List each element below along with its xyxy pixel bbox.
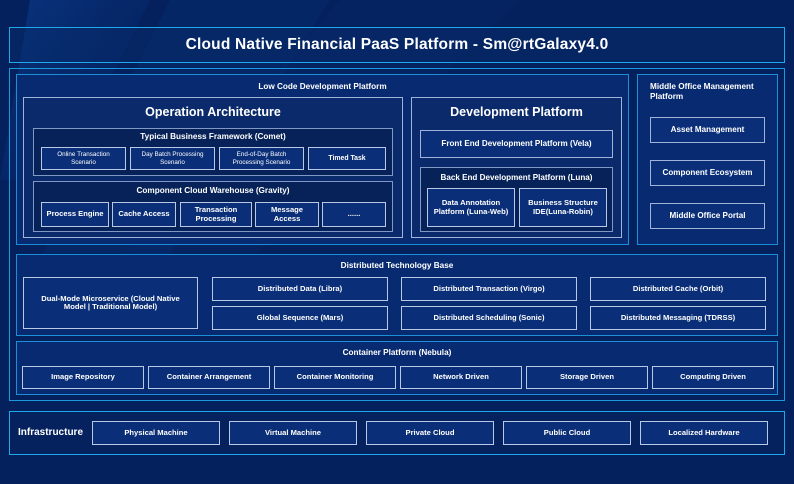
framework-item-day-batch[interactable]: Day Batch Processing Scenario	[130, 147, 215, 170]
container-item-container-arrangement[interactable]: Container Arrangement	[148, 366, 270, 389]
distributed-item-distributed-transaction[interactable]: Distributed Transaction (Virgo)	[401, 277, 577, 301]
distributed-item-distributed-cache[interactable]: Distributed Cache (Orbit)	[590, 277, 766, 301]
infrastructure-item-localized-hardware[interactable]: Localized Hardware	[640, 421, 768, 445]
container-item-network-driven[interactable]: Network Driven	[400, 366, 522, 389]
operation-architecture-title: Operation Architecture	[145, 105, 281, 119]
development-platform-title: Development Platform	[450, 105, 583, 119]
framework-item-online-transaction[interactable]: Online Transaction Scenario	[41, 147, 126, 170]
infrastructure-item-private-cloud[interactable]: Private Cloud	[366, 421, 494, 445]
infrastructure-item-public-cloud[interactable]: Public Cloud	[503, 421, 631, 445]
distributed-technology-base-title: Distributed Technology Base	[340, 261, 454, 270]
warehouse-item-process-engine[interactable]: Process Engine	[41, 202, 109, 227]
middle-office-item-middle-office-portal[interactable]: Middle Office Portal	[650, 203, 765, 229]
distributed-item-global-sequence[interactable]: Global Sequence (Mars)	[212, 306, 388, 330]
low-code-platform-title: Low Code Development Platform	[258, 82, 387, 91]
container-item-computing-driven[interactable]: Computing Driven	[652, 366, 774, 389]
infrastructure-label: Infrastructure	[18, 427, 84, 438]
component-cloud-warehouse-title: Component Cloud Warehouse (Gravity)	[136, 186, 290, 195]
distributed-item-distributed-messaging[interactable]: Distributed Messaging (TDRSS)	[590, 306, 766, 330]
distributed-item-distributed-data[interactable]: Distributed Data (Libra)	[212, 277, 388, 301]
warehouse-item-cache-access[interactable]: Cache Access	[112, 202, 176, 227]
container-item-storage-driven[interactable]: Storage Driven	[526, 366, 648, 389]
distributed-item-dual-mode-microservice[interactable]: Dual-Mode Microservice (Cloud Native Mod…	[23, 277, 198, 329]
middle-office-item-asset-management[interactable]: Asset Management	[650, 117, 765, 143]
warehouse-item-message-access[interactable]: Message Access	[255, 202, 319, 227]
container-platform-title: Container Platform (Nebula)	[342, 348, 452, 357]
warehouse-item-transaction-processing[interactable]: Transaction Processing	[180, 202, 252, 227]
infrastructure-item-virtual-machine[interactable]: Virtual Machine	[229, 421, 357, 445]
back-end-item-data-annotation-platform[interactable]: Data Annotation Platform (Luna-Web)	[427, 188, 515, 227]
distributed-item-distributed-scheduling[interactable]: Distributed Scheduling (Sonic)	[401, 306, 577, 330]
front-end-development-platform[interactable]: Front End Development Platform (Vela)	[420, 130, 613, 158]
container-item-container-monitoring[interactable]: Container Monitoring	[274, 366, 396, 389]
middle-office-management-title: Middle Office Management Platform	[650, 82, 754, 102]
back-end-item-business-structure-ide[interactable]: Business Structure IDE(Luna-Robin)	[519, 188, 607, 227]
framework-item-timed-task[interactable]: Timed Task	[308, 147, 386, 170]
page-title: Cloud Native Financial PaaS Platform - S…	[185, 36, 609, 53]
framework-item-end-of-day-batch[interactable]: End-of-Day Batch Processing Scenario	[219, 147, 304, 170]
container-item-image-repository[interactable]: Image Repository	[22, 366, 144, 389]
warehouse-item-more[interactable]: ......	[322, 202, 386, 227]
middle-office-item-component-ecosystem[interactable]: Component Ecosystem	[650, 160, 765, 186]
back-end-development-platform-title: Back End Development Platform (Luna)	[440, 173, 593, 182]
typical-business-framework-title: Typical Business Framework (Comet)	[140, 132, 286, 141]
infrastructure-item-physical-machine[interactable]: Physical Machine	[92, 421, 220, 445]
